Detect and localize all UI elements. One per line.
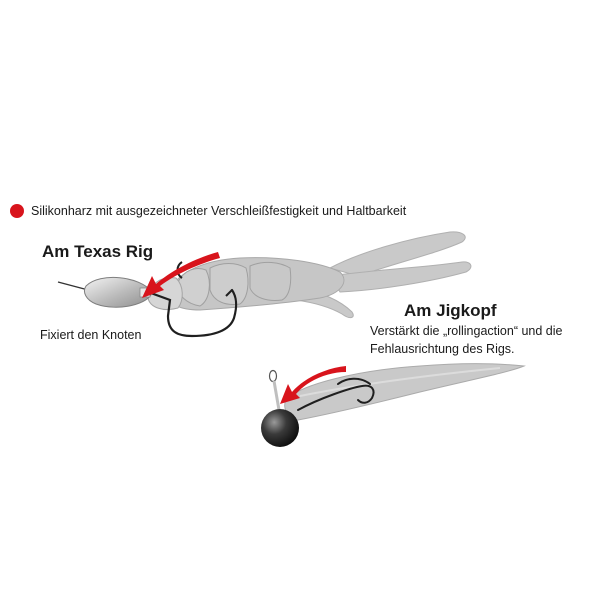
texas-rig-title: Am Texas Rig [42, 242, 154, 261]
jigkopf-description: Verstärkt die „rollingaction“ und die Fe… [370, 322, 590, 358]
jig-head [261, 409, 299, 447]
jig-hook-point [337, 377, 371, 385]
legend-text: Silikonharz mit ausgezeichneter Verschle… [31, 204, 407, 218]
legend: Silikonharz mit ausgezeichneter Verschle… [10, 204, 406, 218]
red-arrow-jig [280, 366, 346, 404]
jig-hook [297, 384, 375, 411]
red-dot-icon [10, 204, 24, 218]
red-arrow-texas [142, 252, 220, 298]
bullet-sinker [57, 276, 153, 308]
jig-line-eye [268, 369, 281, 411]
texas-rig-description: Fixiert den Knoten [40, 328, 142, 342]
jigkopf-description-line2: Fehlausrichtung des Rigs. [370, 342, 515, 356]
jigkopf-title: Am Jigkopf [404, 301, 497, 320]
jigkopf-description-line1: Verstärkt die „rollingaction“ und die [370, 324, 563, 338]
straight-worm [284, 363, 526, 421]
creature-bait [147, 231, 472, 319]
